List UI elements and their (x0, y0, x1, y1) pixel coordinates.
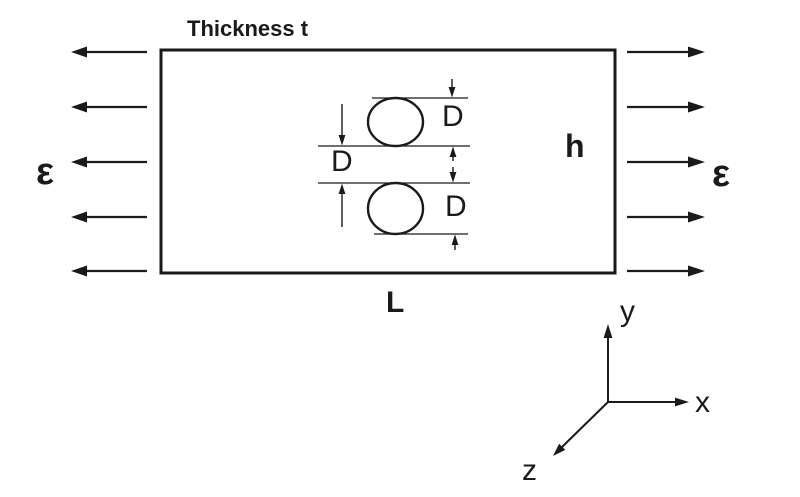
strain-arrow-right (627, 211, 705, 223)
thickness-label: Thickness t (187, 16, 309, 41)
z-axis-arrow (553, 401, 609, 456)
z-axis-label: z (522, 454, 537, 487)
top-hole (366, 96, 425, 148)
dimension-arrows (338, 79, 459, 250)
strain-arrow-right (627, 101, 705, 113)
strain-arrow-right (627, 46, 705, 58)
plate-length-label: L (386, 286, 405, 319)
strain-arrow-right (627, 156, 705, 168)
plate-height-label: h (565, 128, 585, 164)
bottom-hole (366, 181, 425, 236)
y-axis-arrow (603, 324, 613, 402)
dim-arrow-up-top-hole-lower (449, 146, 457, 161)
strain-arrow-left (71, 156, 147, 168)
x-axis-arrow (608, 397, 689, 407)
dim-arrow-up-bottom-hole-lower (451, 234, 459, 250)
dim-arrow-down-top-hole-upper (448, 79, 456, 98)
dim-arrow-up-spacing-lower (338, 183, 346, 227)
dim-arrow-down-spacing-upper (338, 104, 346, 146)
strain-arrow-left (71, 46, 147, 58)
x-axis-label: x (695, 386, 710, 419)
strain-arrow-left (71, 265, 147, 277)
strain-arrow-left (71, 101, 147, 113)
strain-arrow-left (71, 211, 147, 223)
strain-arrows-left (71, 46, 147, 277)
bottom-hole-diameter-label: D (445, 190, 467, 223)
hole-spacing-label: D (331, 145, 353, 178)
strain-arrow-right (627, 265, 705, 277)
dimension-lines (318, 97, 470, 235)
strain-right-label: ε (712, 153, 731, 195)
y-axis-label: y (620, 295, 635, 328)
dim-arrow-down-bottom-hole-upper (449, 167, 457, 183)
strain-left-label: ε (36, 151, 55, 193)
strain-arrows-right (627, 46, 705, 277)
plate-outline (159, 48, 617, 275)
top-hole-diameter-label: D (442, 100, 464, 133)
coordinate-axes (553, 324, 689, 456)
